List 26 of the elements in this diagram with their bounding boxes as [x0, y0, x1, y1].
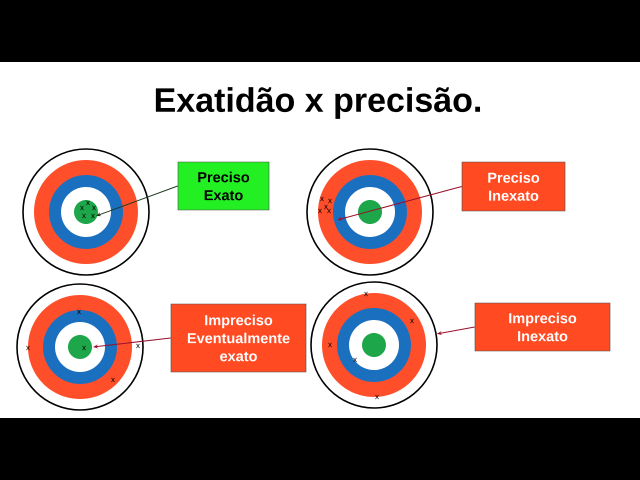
hit-mark: x: [136, 344, 140, 348]
target-drawing: [310, 281, 438, 409]
target-drawing: [22, 148, 150, 276]
hit-mark: x: [91, 214, 95, 218]
title: Exatidão x precisão.: [156, 87, 480, 119]
hit-mark: x: [111, 378, 115, 382]
hit-mark: x: [82, 214, 86, 218]
hit-mark: x: [410, 318, 414, 324]
hit-mark: x: [86, 200, 90, 206]
hit-mark: x: [82, 346, 86, 350]
hit-mark: x: [328, 342, 332, 348]
hit-mark: x: [77, 310, 81, 314]
label-box: Preciso Exato: [178, 162, 270, 210]
target-drawing: [16, 283, 144, 411]
label-box: Preciso Inexato: [462, 162, 566, 212]
hit-mark: x: [26, 346, 30, 350]
hit-mark: x: [328, 198, 332, 204]
target-drawing: [306, 148, 434, 276]
hit-mark: x: [92, 206, 96, 210]
label-box: Impreciso Inexato: [474, 302, 610, 352]
label-box: Impreciso Eventualmente exato: [170, 304, 306, 372]
hit-mark: x: [324, 204, 328, 210]
hit-mark: x: [320, 196, 324, 202]
hit-mark: x: [318, 208, 322, 214]
hit-mark: x: [80, 206, 84, 210]
hit-mark: x: [327, 208, 331, 214]
